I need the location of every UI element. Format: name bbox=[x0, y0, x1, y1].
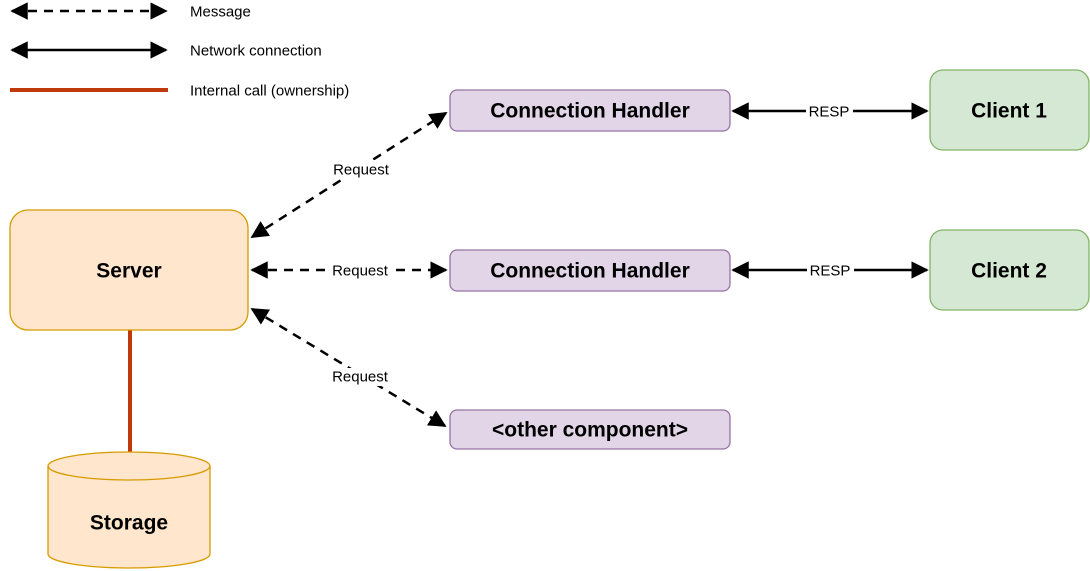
other-component-box bbox=[449, 409, 731, 450]
request-label-3: Request bbox=[332, 369, 389, 386]
storage-label: Storage bbox=[90, 512, 168, 535]
connection-handler-1-label: Connection Handler bbox=[490, 100, 690, 123]
legend-label-message: Message bbox=[190, 4, 251, 21]
connection-handler-2-node: Connection Handler bbox=[449, 249, 731, 292]
client-1-box bbox=[929, 69, 1090, 151]
client-2-label: Client 2 bbox=[971, 260, 1047, 283]
other-component-node: <other component> bbox=[449, 409, 731, 450]
resp-label-2-bg bbox=[807, 262, 854, 279]
client-2-box bbox=[929, 229, 1090, 311]
legend-label-network-connection: Network connection bbox=[190, 43, 322, 60]
legend: Message Network connection Internal call… bbox=[10, 2, 349, 100]
client-2-node: Client 2 bbox=[929, 229, 1090, 311]
edges: Request Request Request RESP RESP bbox=[128, 102, 929, 452]
resp-label-1: RESP bbox=[809, 104, 850, 121]
resp-label-2: RESP bbox=[810, 263, 851, 280]
server-label: Server bbox=[96, 260, 161, 283]
server-node: Server bbox=[9, 209, 249, 331]
server-box bbox=[9, 209, 249, 331]
request-label-3-bg bbox=[328, 368, 394, 386]
connection-handler-1-box bbox=[449, 89, 731, 132]
request-label-1: Request bbox=[333, 162, 390, 179]
legend-label-internal-call: Internal call (ownership) bbox=[190, 83, 349, 100]
request-label-2: Request bbox=[332, 263, 389, 280]
legend-item-message: Message bbox=[10, 2, 251, 21]
connection-handler-2-box bbox=[449, 249, 731, 292]
client-1-node: Client 1 bbox=[929, 69, 1090, 151]
resp-label-1-bg bbox=[806, 103, 853, 120]
storage-cylinder-top-arc bbox=[47, 465, 211, 481]
storage-cylinder bbox=[47, 451, 211, 569]
connection-handler-1-node: Connection Handler bbox=[449, 89, 731, 132]
connection-handler-2-label: Connection Handler bbox=[490, 260, 690, 283]
request-edge-3 bbox=[250, 307, 447, 428]
request-label-1-bg bbox=[328, 160, 394, 178]
storage-node: Storage bbox=[47, 451, 211, 569]
legend-item-internal-call: Internal call (ownership) bbox=[10, 83, 349, 100]
request-label-2-bg bbox=[328, 262, 394, 280]
legend-item-network-connection: Network connection bbox=[10, 41, 322, 60]
other-component-label: <other component> bbox=[492, 419, 688, 442]
client-1-label: Client 1 bbox=[971, 100, 1047, 123]
